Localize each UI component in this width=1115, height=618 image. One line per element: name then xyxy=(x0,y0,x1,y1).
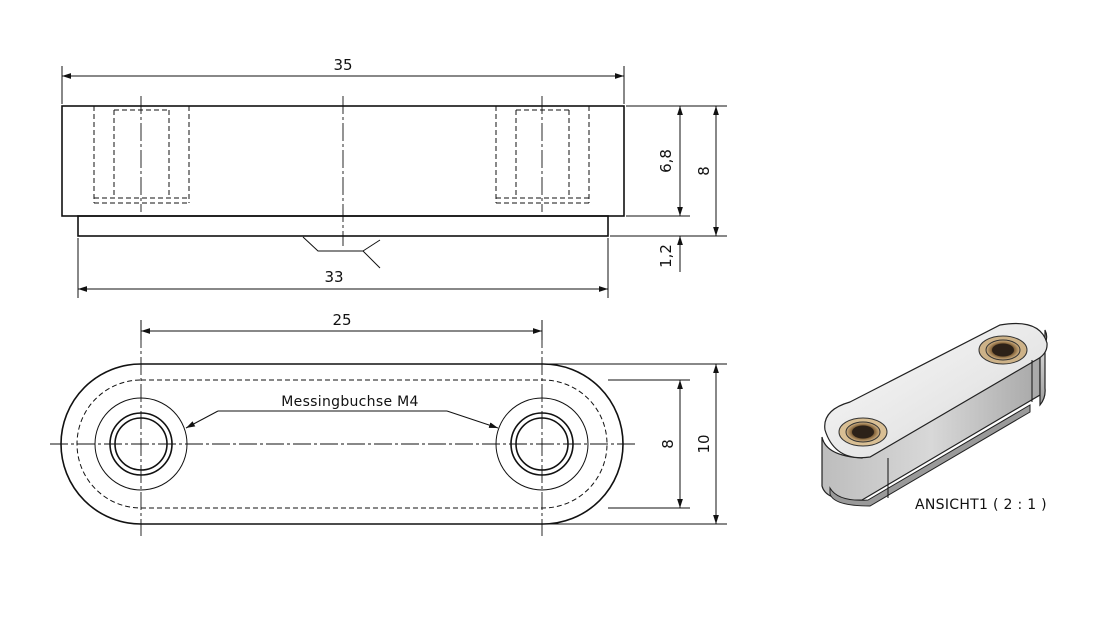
dim-hole-spacing: 25 xyxy=(140,311,543,340)
dim-base-height-text: 1,2 xyxy=(657,244,675,268)
dim-inner-width-text: 8 xyxy=(659,439,677,449)
dim-base-length: 33 xyxy=(77,238,609,298)
iso-left-bushing xyxy=(838,417,888,447)
front-left-bore-hidden xyxy=(93,106,190,204)
top-view: 25 Messingbuchse M4 8 10 xyxy=(50,311,727,536)
front-view: 35 33 6,8 8 1,2 xyxy=(61,56,727,298)
surface-finish-symbol xyxy=(302,236,381,269)
dim-overall-length: 35 xyxy=(61,56,625,104)
bushing-callout-text: Messingbuchse M4 xyxy=(281,394,418,410)
dim-vertical-group: 6,8 8 1,2 xyxy=(610,105,727,272)
dim-total-height-text: 8 xyxy=(695,166,713,176)
dim-overall-length-text: 35 xyxy=(333,56,352,74)
dim-outer-width-text: 10 xyxy=(695,434,713,453)
bushing-callout: Messingbuchse M4 xyxy=(185,394,499,429)
iso-base-lip xyxy=(829,404,1031,507)
top-flange-hidden xyxy=(76,379,608,509)
front-right-bore-hidden xyxy=(495,106,590,204)
dim-base-length-text: 33 xyxy=(324,268,343,286)
isometric-view: ANSICHT1 ( 2 : 1 ) xyxy=(821,322,1048,513)
dim-body-height-text: 6,8 xyxy=(657,149,675,173)
iso-view-label: ANSICHT1 ( 2 : 1 ) xyxy=(915,497,1047,513)
top-outline xyxy=(60,363,624,525)
iso-right-bushing xyxy=(978,335,1028,365)
dim-width-group: 8 10 xyxy=(545,363,727,525)
dim-hole-spacing-text: 25 xyxy=(332,311,351,329)
